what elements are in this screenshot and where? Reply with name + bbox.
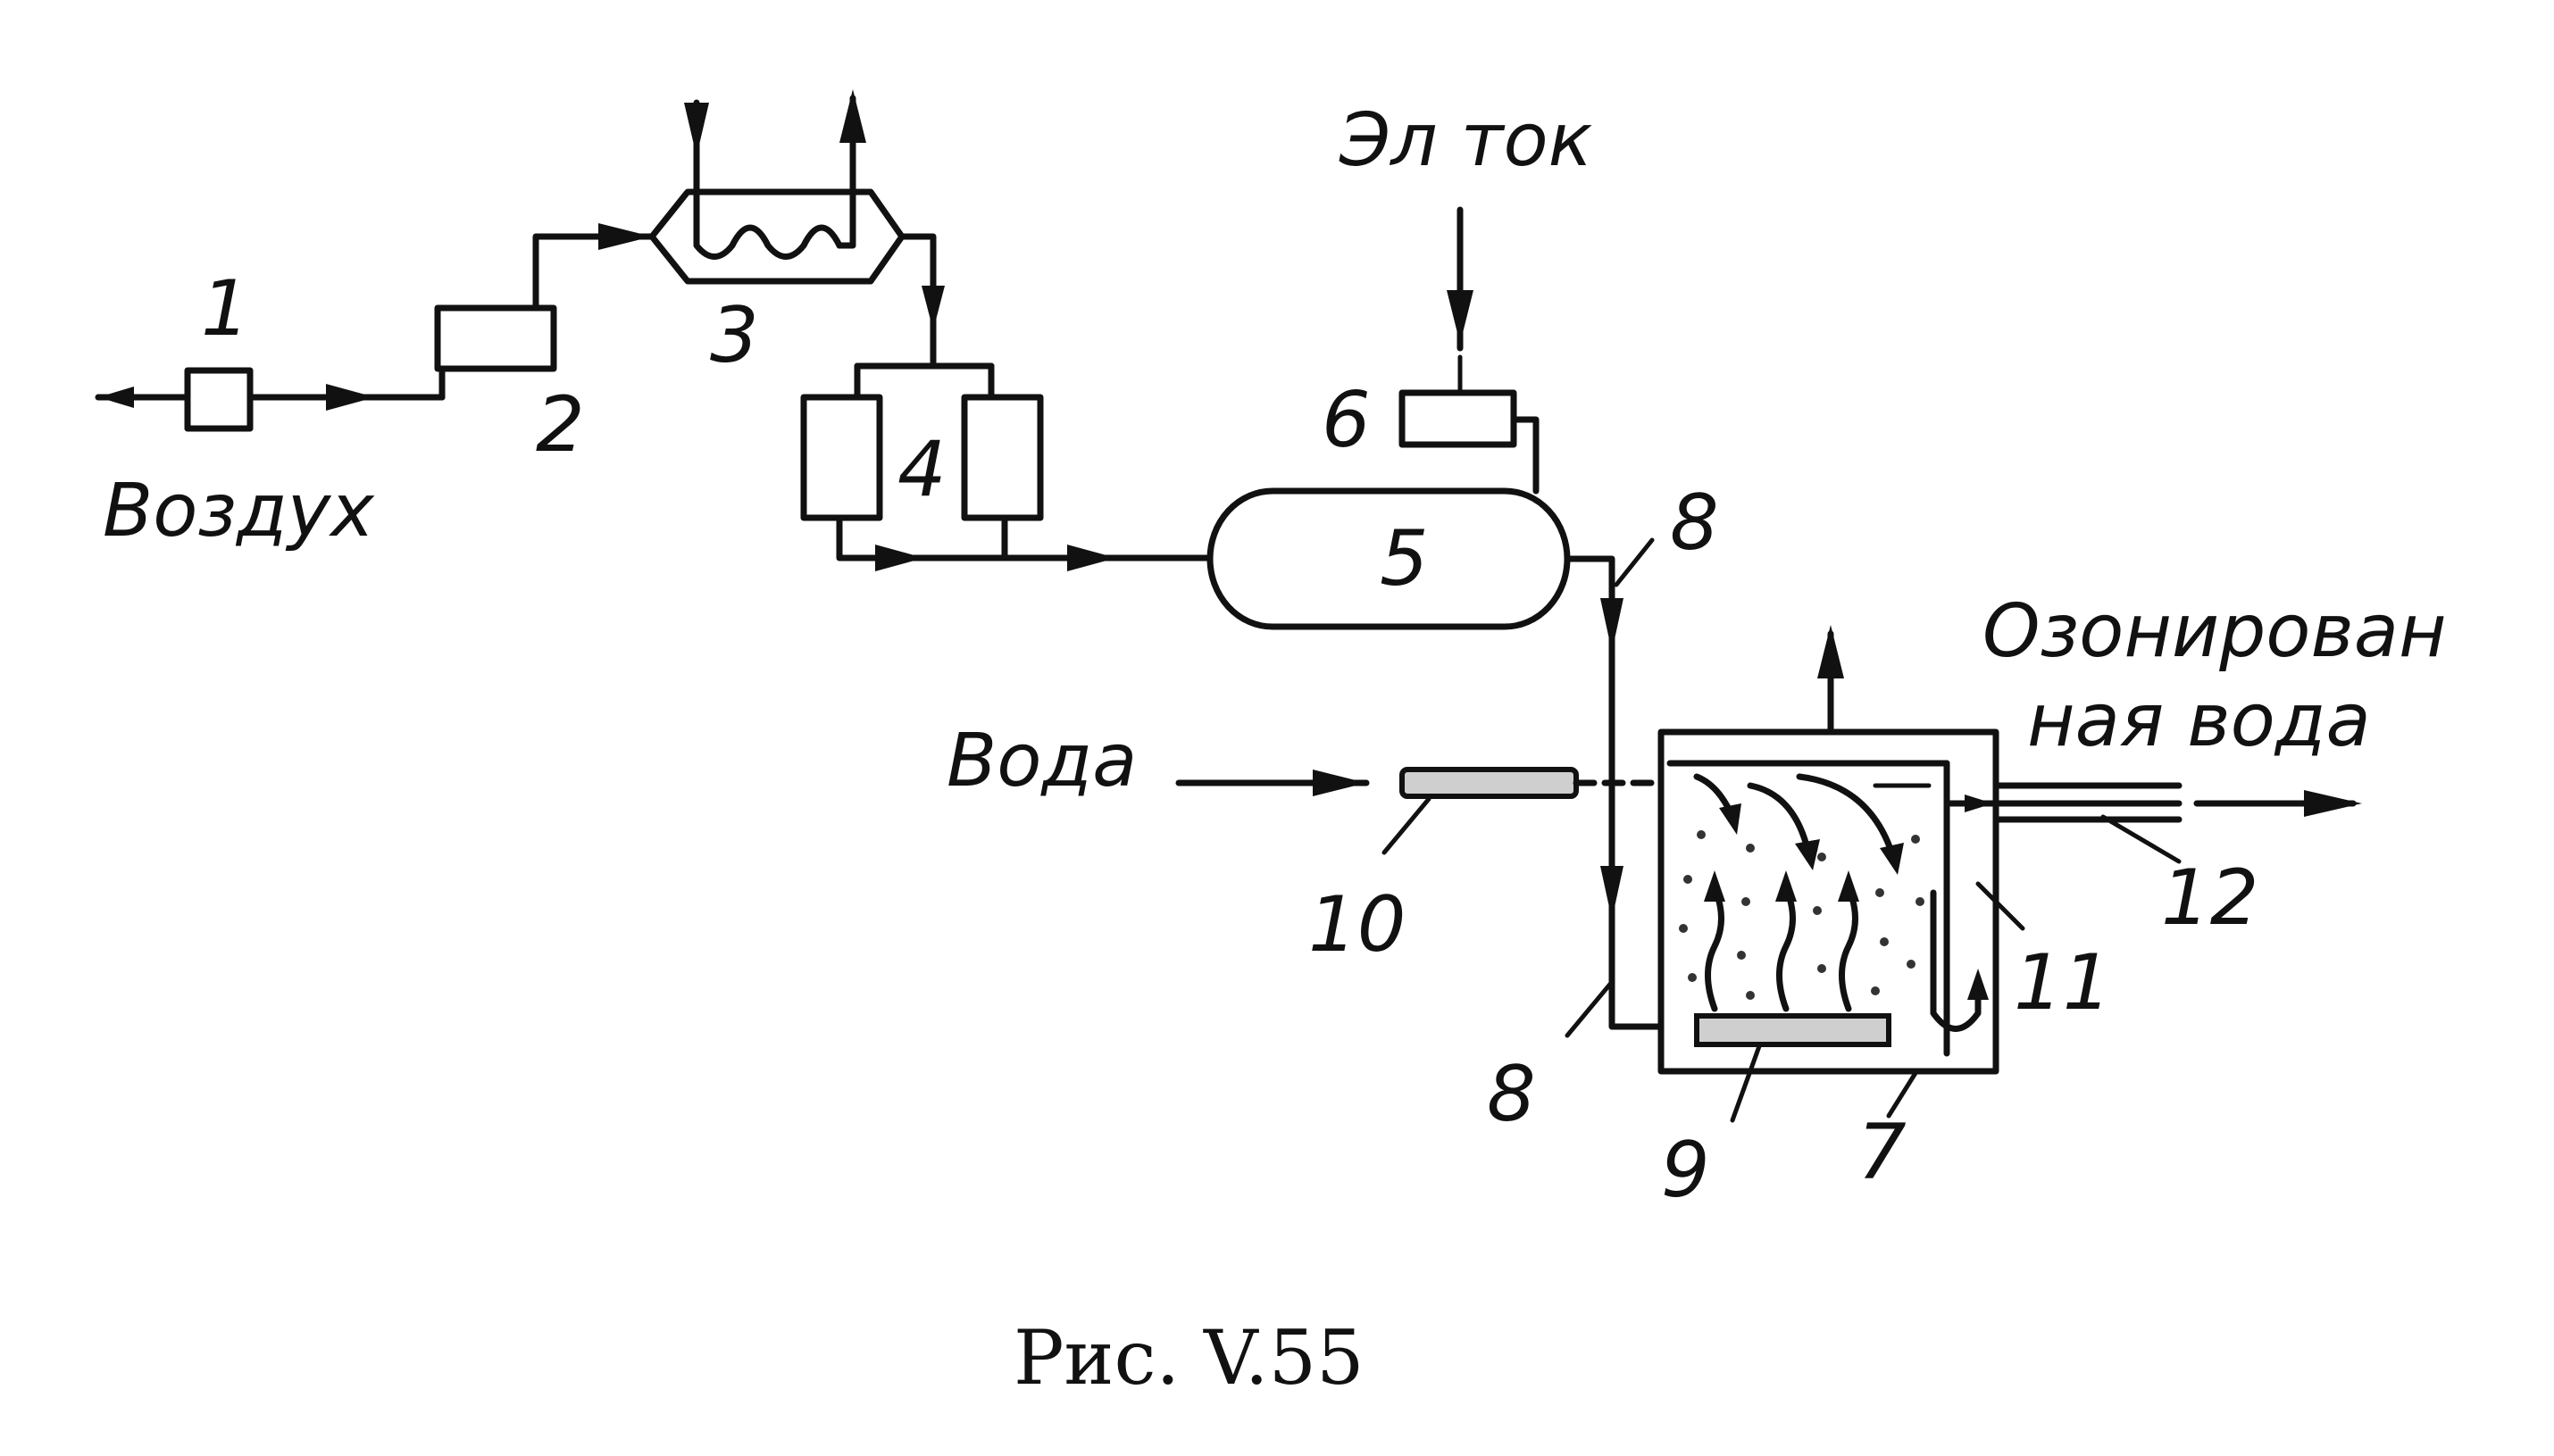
label-9: 9 bbox=[1661, 1126, 1710, 1215]
u-turn-flow-arrow bbox=[1930, 889, 1989, 1032]
bubbles bbox=[1679, 830, 1924, 1000]
label-3: 3 bbox=[710, 291, 759, 380]
line-3-to-4 bbox=[854, 233, 995, 401]
line-2-to-3 bbox=[532, 223, 655, 312]
figure-caption: Рис. V.55 bbox=[1014, 1314, 1365, 1402]
ozone-feed-line bbox=[1564, 555, 1665, 1030]
label-4: 4 bbox=[897, 425, 947, 514]
current-label: Эл ток bbox=[1339, 98, 1592, 183]
label-6: 6 bbox=[1322, 376, 1371, 465]
label-11: 11 bbox=[2014, 938, 2111, 1028]
dryer-left bbox=[800, 394, 883, 521]
label-7: 7 bbox=[1857, 1108, 1907, 1197]
outlet-pipe bbox=[1943, 782, 2362, 823]
water-mixer-bar bbox=[1399, 767, 1579, 799]
coolant-inlet-arrow bbox=[684, 99, 709, 222]
heat-exchanger bbox=[648, 188, 906, 285]
ozone-diffuser bbox=[1694, 1013, 1891, 1047]
dryer-right bbox=[961, 394, 1044, 521]
rising-gas-waves bbox=[1704, 870, 1859, 1012]
ozonated-water-label-line1: Озонирован bbox=[1982, 589, 2447, 674]
ozonated-water-label-line2: ная вода bbox=[2027, 678, 2371, 763]
water-label: Вода bbox=[947, 719, 1137, 803]
air-label: Воздух bbox=[103, 469, 375, 553]
label-10: 10 bbox=[1308, 880, 1406, 969]
label-1: 1 bbox=[201, 264, 250, 354]
leader-lines bbox=[1381, 537, 2182, 1123]
label-5: 5 bbox=[1380, 514, 1429, 603]
line-4-to-5 bbox=[836, 514, 1214, 571]
label-2: 2 bbox=[536, 380, 585, 470]
compressor-box bbox=[434, 304, 557, 372]
water-inlet-arrow bbox=[1175, 770, 1370, 796]
label-12: 12 bbox=[2161, 853, 2258, 943]
air-inlet-line bbox=[95, 387, 191, 408]
transformer-box bbox=[1398, 389, 1517, 448]
line-1-to-2 bbox=[246, 362, 446, 411]
label-8-bottom: 8 bbox=[1487, 1050, 1536, 1139]
current-arrow bbox=[1447, 206, 1473, 352]
coolant-outlet-arrow bbox=[839, 89, 866, 222]
label-8-top: 8 bbox=[1670, 478, 1719, 568]
inner-flow-arrows bbox=[1693, 773, 1904, 875]
air-filter-box bbox=[184, 367, 254, 432]
